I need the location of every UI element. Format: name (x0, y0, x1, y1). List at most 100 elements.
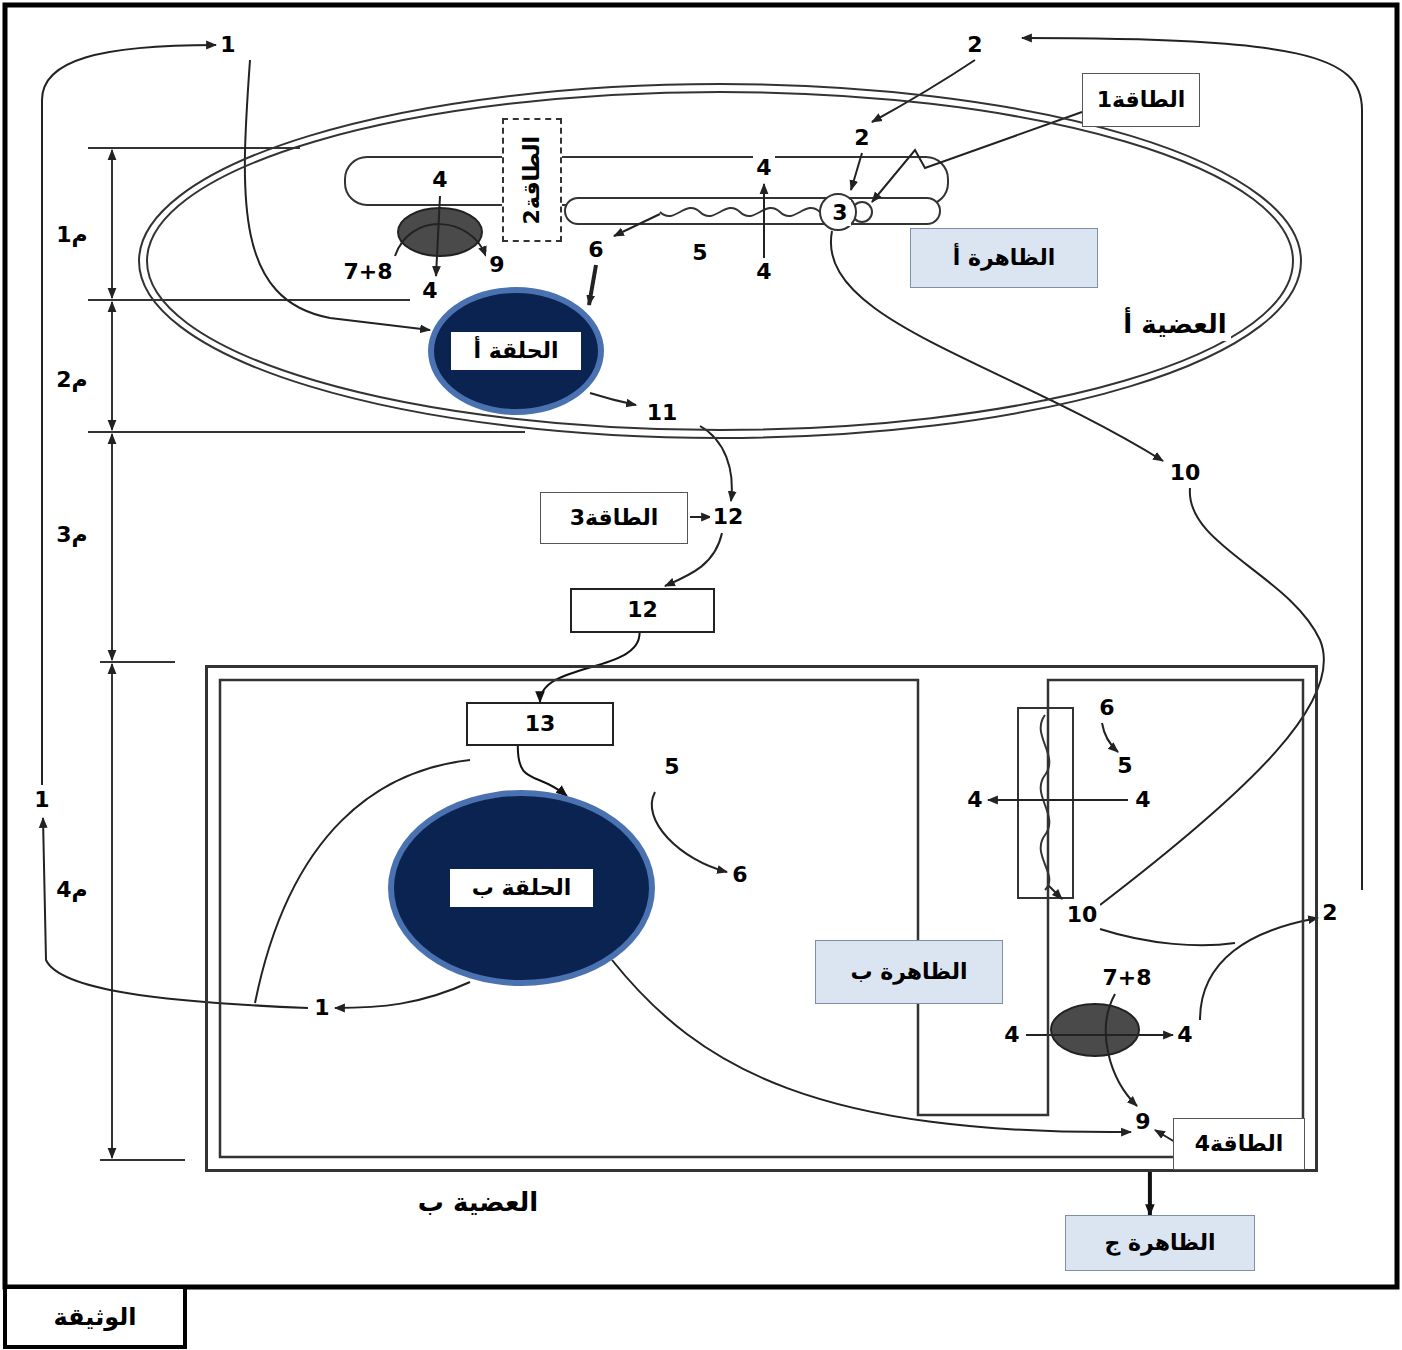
scale-bar (111, 434, 113, 660)
callout-number: 9 (1132, 1109, 1153, 1135)
arrow-line (1100, 929, 1235, 945)
arrow-line (395, 224, 486, 256)
inner-membrane (147, 92, 1293, 430)
energy-box: الطاقة1 (1082, 73, 1200, 127)
box-text: الظاهرة أ (953, 245, 1056, 271)
electron-chain-box (1018, 708, 1073, 898)
arrow-line (436, 196, 440, 276)
callout-number: 4 (753, 259, 774, 285)
arrow-line (43, 818, 308, 1008)
number-box: 12 (570, 588, 715, 633)
photosystem (820, 194, 856, 230)
callout-number: 1 (311, 995, 332, 1021)
arrow-line (1100, 488, 1324, 905)
callout-number: 1 (31, 787, 52, 813)
cycle-circle: الحلقة ب (388, 790, 655, 986)
callout-number: 4 (419, 278, 440, 304)
callout-number: 4 (964, 787, 985, 813)
organelle-name: العضية ب (414, 1187, 543, 1218)
callout-number: 5 (689, 240, 710, 266)
thylakoid-membrane (565, 198, 940, 224)
energy-box: الطاقة3 (540, 492, 688, 544)
arrow-line (614, 214, 660, 236)
callout-number: 7+8 (1099, 965, 1154, 991)
chloroplast-organelle: العضية أ الطاقة2 الظاهرة أ الحلقة أ (135, 80, 1305, 442)
scale-bar (111, 664, 113, 1158)
phenomenon-box: الظاهرة ب (815, 940, 1003, 1004)
callout-number: 4 (1174, 1022, 1195, 1048)
cycle-name: الحلقة أ (451, 332, 580, 370)
callout-number: 10 (1064, 902, 1101, 928)
callout-number: 6 (729, 862, 750, 888)
callout-number: 5 (661, 754, 682, 780)
inner-membrane (220, 680, 1303, 1157)
callout-number: 2 (1319, 900, 1340, 926)
caption-frame (5, 1287, 185, 1347)
arrow-line (590, 393, 636, 405)
callout-number: 9 (486, 252, 507, 278)
arrow-line (1200, 918, 1318, 1020)
connector (518, 746, 567, 796)
energy-box: الطاقة2 (502, 118, 562, 242)
arrow-line (42, 45, 216, 785)
arrow-line (763, 184, 765, 258)
box-text: الطاقة1 (1097, 87, 1186, 113)
callout-number: م4 (53, 877, 90, 903)
cycle-circle: الحلقة أ (428, 287, 604, 415)
callout-number: 6 (1096, 695, 1117, 721)
cycle-name: الحلقة ب (450, 869, 594, 907)
arrow-line (1102, 723, 1118, 752)
energy-box: الطاقة4 (1173, 1118, 1305, 1170)
callout-number: 2 (964, 32, 985, 58)
box-text: الظاهرة ب (850, 959, 967, 985)
light-arrow (872, 112, 1082, 202)
box-text: 12 (627, 597, 658, 623)
arrow-line (589, 265, 596, 305)
callout-number: م3 (53, 522, 90, 548)
energy-name: الطاقة2 (519, 136, 545, 225)
box-text: الطاقة4 (1195, 1131, 1284, 1157)
callout-number: 4 (753, 155, 774, 181)
box-text: 13 (525, 711, 556, 737)
callout-number: 1 (217, 32, 238, 58)
arrow-line (690, 516, 711, 518)
connector (1148, 1172, 1152, 1215)
arrow-line (1048, 885, 1062, 899)
arrow-line (988, 799, 1128, 801)
arrows (42, 38, 1362, 1142)
mitochondrion-outline (205, 665, 1318, 1172)
chloroplast-outline (135, 80, 1305, 442)
arrow-line (1106, 994, 1137, 1106)
callout-number: 11 (644, 400, 681, 426)
callout-number: م2 (53, 367, 90, 393)
outer-membrane (139, 84, 1301, 438)
callout-number: 4 (1001, 1022, 1022, 1048)
atp-synthase (1051, 1004, 1139, 1056)
document-frame (5, 5, 1397, 1287)
arrow-line (652, 792, 727, 872)
scale-bar (111, 302, 113, 430)
number-box: 13 (466, 702, 614, 746)
outer-membrane (207, 667, 1317, 1171)
organelle-name: العضية أ (1119, 309, 1230, 340)
callout-number: 6 (585, 237, 606, 263)
arrow-line (245, 60, 430, 330)
phenomenon-box: الظاهرة أ (910, 228, 1098, 288)
arrow-line (831, 231, 1163, 461)
mito-parts (1018, 708, 1139, 1056)
box-text: الظاهرة ج (1105, 1230, 1216, 1256)
callout-number: 3 (829, 200, 850, 226)
arrow-line (1155, 1130, 1175, 1142)
callout-number: 4 (1132, 787, 1153, 813)
phenomenon-box: الظاهرة ج (1065, 1215, 1255, 1271)
mitochondrion-organelle: العضية ب13الحلقة بالظاهرة بالطاقة4 (205, 665, 1318, 1172)
callout-number: 5 (1114, 753, 1135, 779)
callout-number: م1 (53, 222, 90, 248)
arrow-line (851, 153, 862, 190)
callout-number: 7+8 (340, 259, 395, 285)
arrow-line (335, 982, 470, 1008)
figure-caption: الوثيقة (54, 1303, 137, 1332)
callout-number: 12 (710, 504, 747, 530)
scale-bar (111, 150, 113, 298)
